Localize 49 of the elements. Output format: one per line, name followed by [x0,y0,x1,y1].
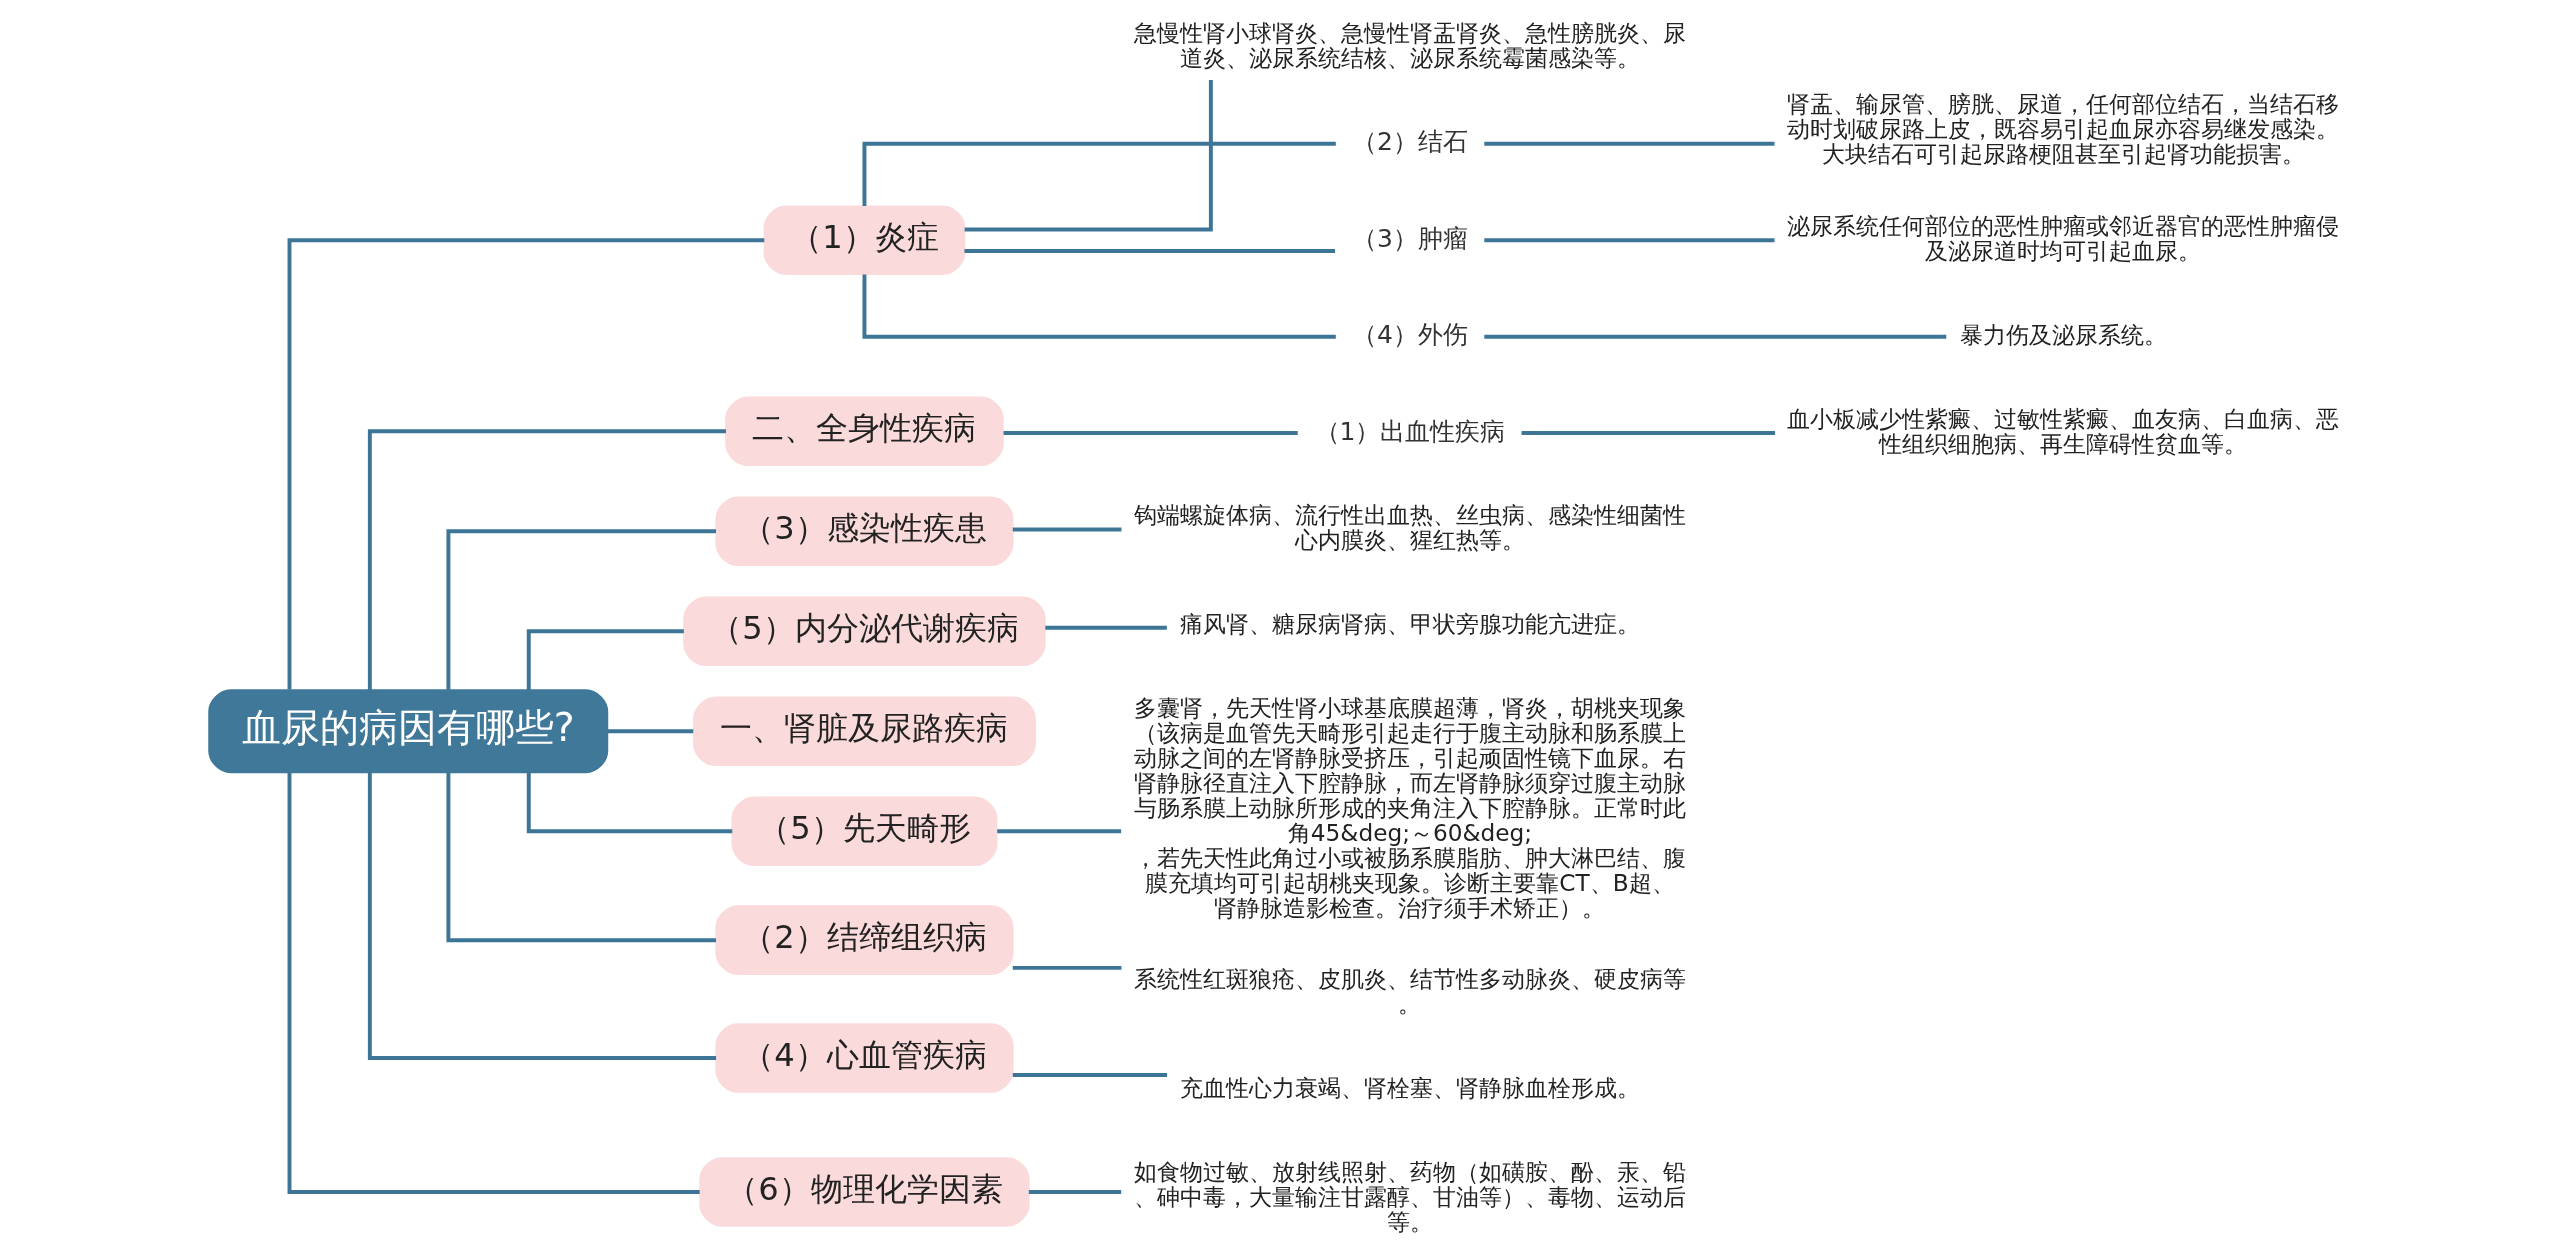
node-text: 暴力伤及泌尿系统。 [1959,320,2167,348]
connector [964,249,1335,253]
node-text: 多囊肾，先天性肾小球基底膜超薄，肾炎，胡桃夹现象（该病是血管先天畸形引起走行于腹主动脉和肠系膜上动脉之间的左肾静脉受挤压，引起顽固性镜下血尿。右肾静脉径直注入下腔静脉，而左肾静脉须穿过腹主动脉与肠系膜上动脉所形成的夹角注入下腔静脉。正常时此角45&deg;～60&deg;，若先天性此角过小或被肠系膜脂肪、肿大淋巴结、腹膜充填均可引起胡桃夹现象。诊断主要靠CT、B超、肾静脉造影检查。治疗须手术矫正）。 [1133,693,1686,921]
node-box: （1）炎症 [763,205,965,276]
node-text: 痛风肾、糖尿病肾病、甲状旁腺功能亢进症。 [1179,610,1640,637]
node-text: （3）肿瘤 [1351,223,1468,253]
connector [964,79,1213,232]
node-text: 钩端螺旋体病、流行性出血热、丝虫病、感染性细菌性心内膜炎、猩红热等。 [1133,501,1686,554]
node-text: 肾盂、输尿管、膀胱、尿道，任何部位结石，当结石移动时划破尿路上皮，既容易引起血尿亦容易继发感染。大块结石可引起尿路梗阻甚至引起肾功能损害。 [1786,90,2339,168]
node-text: （2）结石 [1351,127,1468,157]
node-box: （4）心血管疾病 [714,1023,1014,1093]
connector [1483,238,1774,243]
node-box: （2）结缔组织病 [714,905,1014,975]
node-box: 一、肾脏及尿路疾病 [692,696,1036,767]
connector [287,238,764,690]
connector [1521,431,1775,436]
connector [1012,1073,1167,1077]
node-box: （6）物理化学因素 [698,1157,1030,1227]
connector [1044,625,1167,630]
connector [367,429,726,691]
connector [1483,334,1946,339]
connector [287,772,700,1194]
node-text: 血小板减少性紫癜、过敏性紫癜、血友病、白血病、恶性组织细胞病、再生障碍性贫血等。 [1786,404,2339,457]
node-text: 充血性心力衰竭、肾栓塞、肾静脉血栓形成。 [1179,1074,1640,1102]
node-text: 泌尿系统任何部位的恶性肿瘤或邻近器官的恶性肿瘤侵及泌尿道时均可引起血尿。 [1786,211,2339,264]
node-text: （1）出血性疾病 [1314,416,1505,446]
node-box: 血尿的病因有哪些? [207,689,608,774]
connector [445,529,716,690]
connector [862,274,1336,339]
connector [526,629,684,691]
connector [1003,431,1298,436]
connector [445,772,716,943]
node-box: （5）内分泌代谢疾病 [682,596,1046,667]
node-text: 如食物过敏、放射线照射、药物（如磺胺、酚、汞、铅、砷中毒，大量输注甘露醇、甘油等）、毒物、运动后等。 [1133,1158,1686,1236]
node-box: （5）先天畸形 [730,796,997,867]
connector [1483,141,1774,146]
node-box: 二、全身性疾病 [724,396,1004,467]
node-text: 系统性红斑狼疮、皮肌炎、结节性多动脉炎、硬皮病等。 [1133,965,1686,1018]
connector [862,141,1336,206]
connector [1012,527,1121,532]
connector [526,772,732,834]
connector [607,729,693,734]
node-box: （3）感染性疾患 [714,496,1014,567]
connector [367,772,716,1060]
node-text: （4）外伤 [1351,320,1468,350]
connector [1028,1190,1121,1194]
connector [1012,965,1121,970]
connector [996,829,1121,834]
node-text: 急慢性肾小球肾炎、急慢性肾盂肾炎、急性膀胱炎、尿道炎、泌尿系统结核、泌尿系统霉菌感染等。 [1133,18,1686,71]
